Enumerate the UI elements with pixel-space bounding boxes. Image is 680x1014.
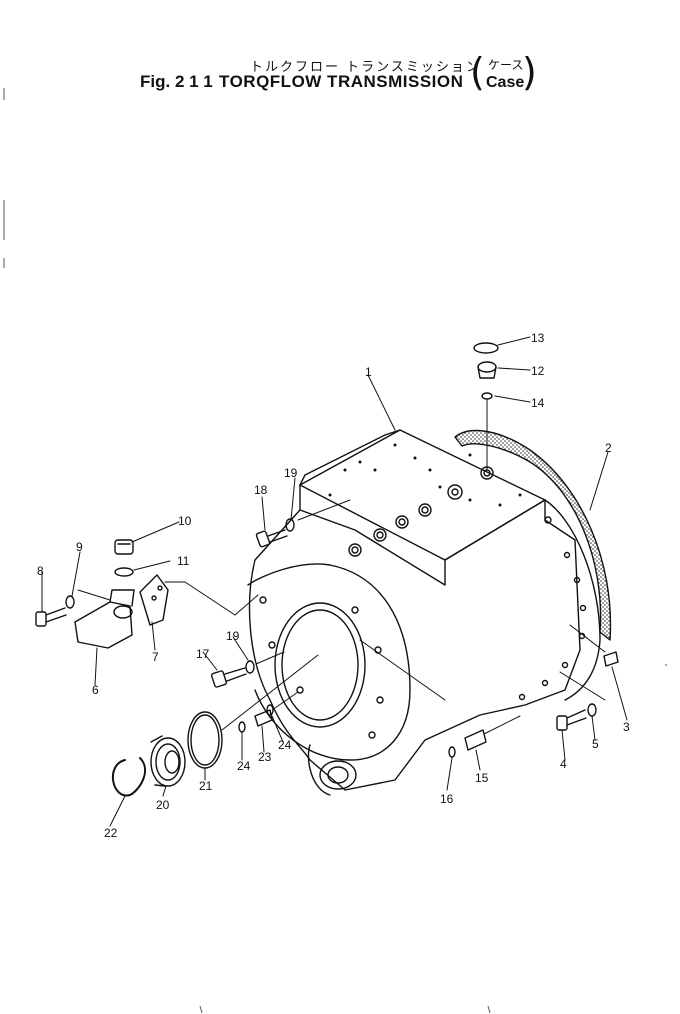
label-24-b: 24	[278, 738, 292, 752]
label-21: 21	[199, 779, 213, 793]
label-7: 7	[152, 650, 159, 664]
label-1: 1	[365, 365, 372, 379]
part-number-labels: 1 2 3 4 5 6 7 8 9 10 11 12 13 14 15 16 1…	[37, 331, 630, 840]
label-9: 9	[76, 540, 83, 554]
label-8: 8	[37, 564, 44, 578]
washer-part-14	[481, 392, 493, 400]
label-18: 18	[254, 483, 268, 497]
bolt-part-4	[556, 709, 587, 731]
o-ring-part-13	[473, 342, 499, 354]
o-ring-part-21	[187, 711, 223, 769]
snap-ring-part-22	[111, 757, 146, 797]
bolt-part-8	[35, 607, 67, 627]
label-24-a: 24	[237, 759, 251, 773]
gasket-part-7	[139, 574, 169, 626]
figure-number: Fig. 2 1 1	[140, 72, 213, 91]
bolt-part-17	[210, 667, 247, 688]
stud-part-23	[254, 709, 273, 727]
label-5: 5	[592, 737, 599, 751]
label-14: 14	[531, 396, 545, 410]
label-23: 23	[258, 750, 272, 764]
label-19-lower: 19	[226, 629, 240, 643]
gasket-part-2	[454, 429, 612, 641]
o-ring-part-11	[114, 567, 134, 577]
label-2: 2	[605, 441, 612, 455]
paren-open: (	[470, 50, 485, 94]
label-3: 3	[623, 720, 630, 734]
washer-part-19-lower	[245, 660, 255, 674]
label-17: 17	[196, 647, 210, 661]
label-22: 22	[104, 826, 118, 840]
label-13: 13	[531, 331, 545, 345]
label-10: 10	[178, 514, 192, 528]
pin-part-15	[464, 729, 487, 751]
washer-part-24-a	[266, 704, 274, 716]
washer-part-5	[587, 703, 597, 717]
label-15: 15	[475, 771, 489, 785]
figure-title: TORQFLOW TRANSMISSION	[219, 72, 464, 91]
label-11: 11	[177, 554, 190, 568]
bolt-part-18	[255, 529, 288, 548]
elbow-part-6	[74, 589, 135, 649]
label-12: 12	[531, 364, 545, 378]
washer-part-16	[448, 746, 456, 758]
label-6: 6	[92, 683, 99, 697]
plug-part-12	[477, 361, 497, 379]
washer-part-24-b	[238, 721, 246, 733]
figure-case-japanese: ケース	[488, 58, 524, 72]
figure-title-japanese: トルクフロー トランスミッション	[250, 60, 481, 75]
washer-part-9	[65, 595, 75, 609]
label-19-upper: 19	[284, 466, 298, 480]
plug-part-10	[114, 539, 134, 555]
label-4: 4	[560, 757, 567, 771]
transmission-case-part-1	[247, 429, 601, 796]
label-20: 20	[156, 798, 170, 812]
paren-close: )	[522, 50, 537, 94]
figure-case: Case	[486, 74, 525, 91]
dowel-part-3	[603, 651, 619, 667]
washer-part-19-upper	[285, 518, 295, 532]
cover-part-20	[150, 735, 186, 787]
label-16: 16	[440, 792, 454, 806]
